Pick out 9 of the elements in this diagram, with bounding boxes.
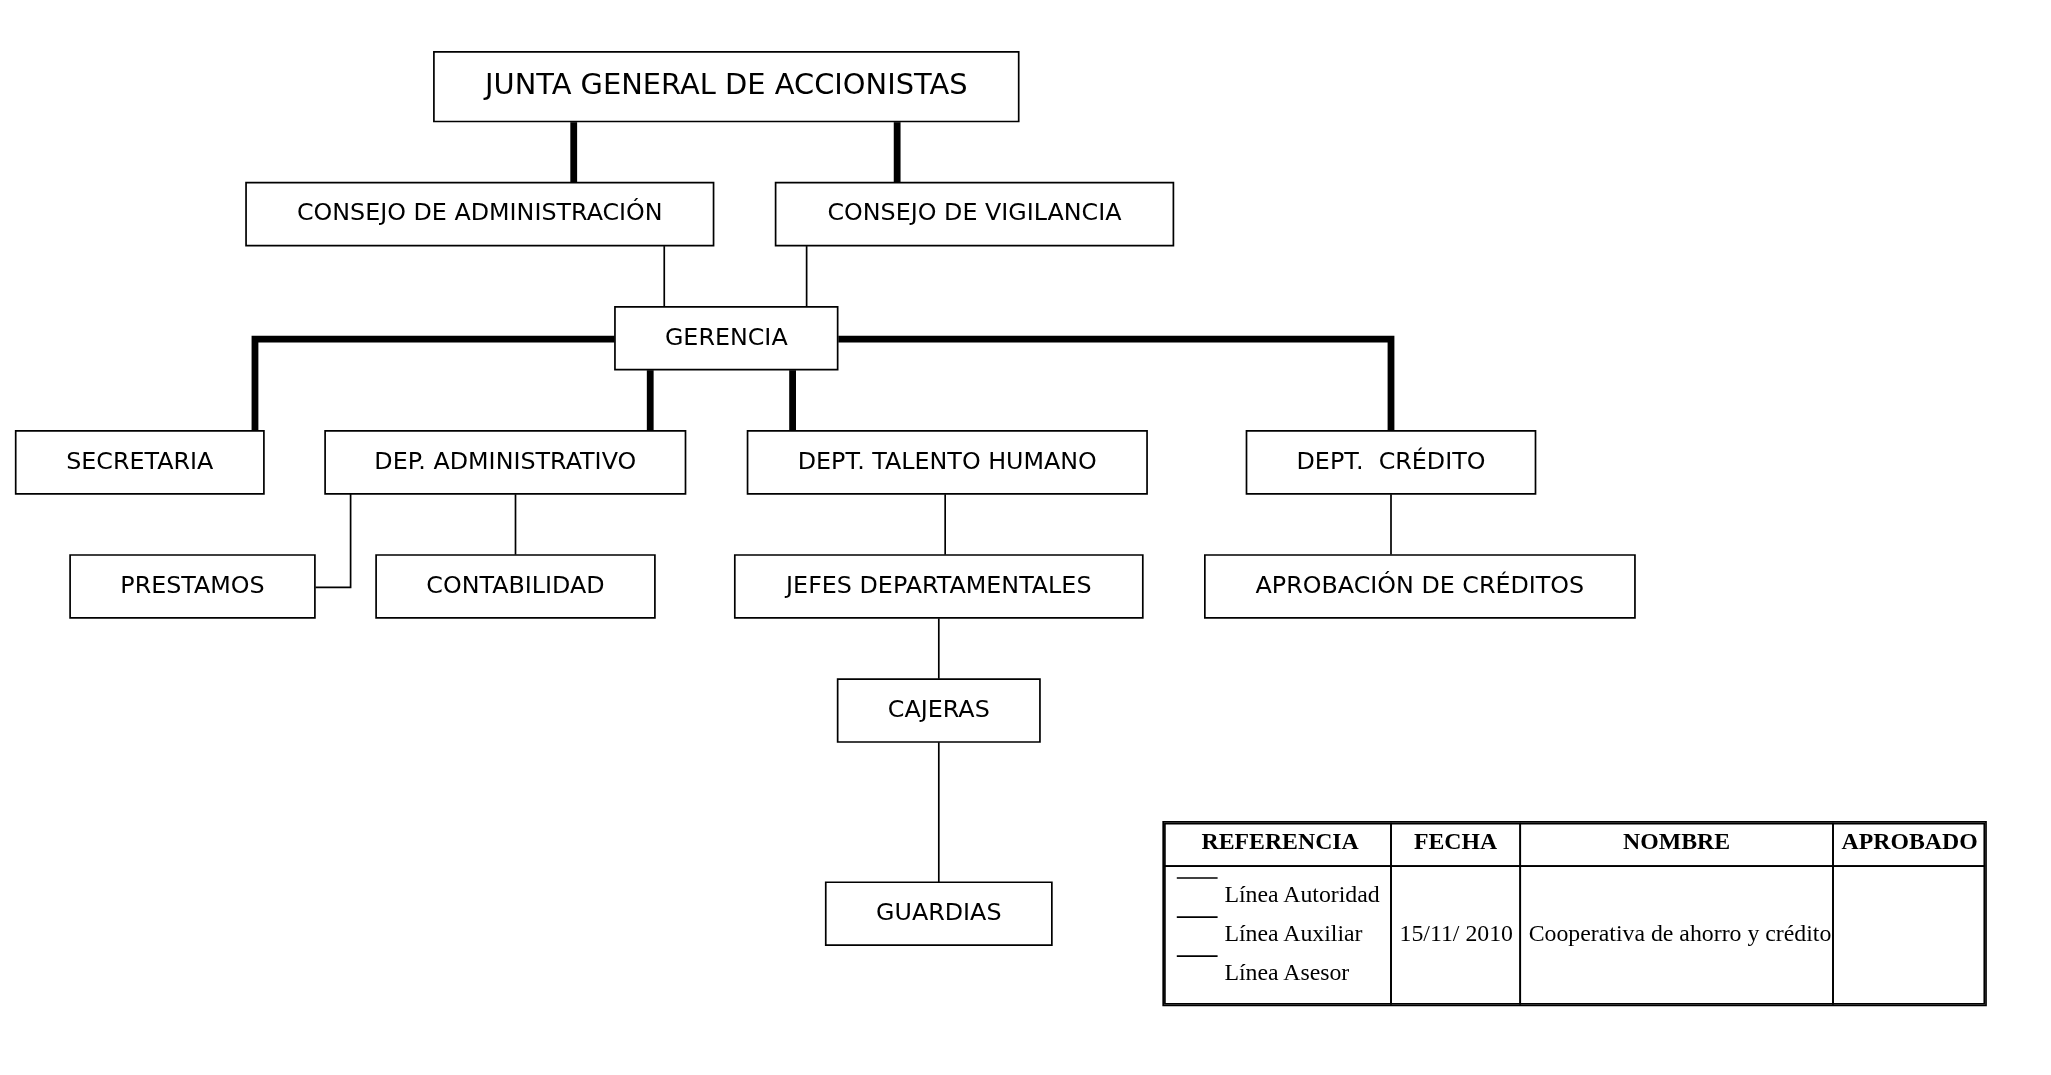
label: APROBADO <box>1841 827 1978 854</box>
legend-label: Línea Auxiliar <box>1224 919 1363 946</box>
label: NOMBRE <box>1623 827 1731 854</box>
label: REFERENCIA <box>1201 827 1359 854</box>
legend-label: Línea Asesor <box>1224 958 1350 985</box>
label: 15/11/ 2010 <box>1399 919 1513 946</box>
label: Cooperativa de ahorro y crédito <box>1528 919 1832 946</box>
label: FECHA <box>1413 827 1498 854</box>
legend-label: Línea Autoridad <box>1224 880 1380 907</box>
